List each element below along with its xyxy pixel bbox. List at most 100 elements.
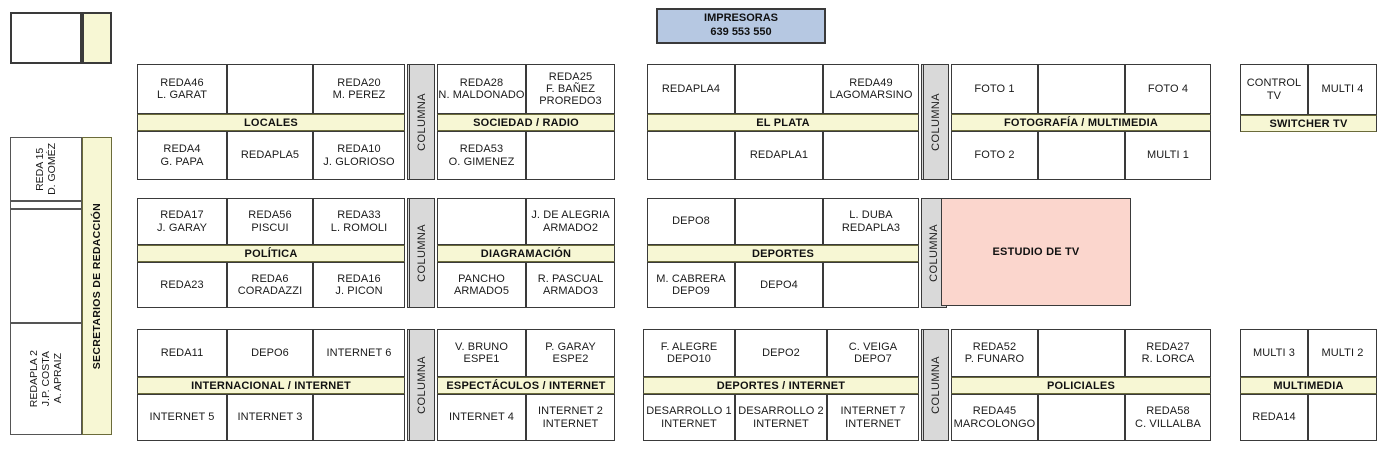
desk-el-plata-bottom-1[interactable]: REDAPLA1 [735, 131, 823, 180]
desk-diagramacion-top-1[interactable]: J. DE ALEGRIA ARMADO2 [526, 198, 615, 245]
sidebar-top-box-right [82, 12, 112, 64]
desk-internacional-internet-top-2[interactable]: INTERNET 6 [313, 329, 405, 377]
desk-multimedia-top-1[interactable]: MULTI 2 [1308, 329, 1377, 377]
desk-politica-bottom-2[interactable]: REDA16 J. PICON [313, 262, 405, 308]
section-band-deportes-internet: DEPORTES / INTERNET [643, 377, 919, 394]
desk-deportes-bottom-1[interactable]: DEPO4 [735, 262, 823, 308]
section-band-el-plata: EL PLATA [647, 114, 919, 131]
printers-box: IMPRESORAS 639 553 550 [656, 8, 826, 44]
section-band-deportes: DEPORTES [647, 245, 919, 262]
desk-politica-top-1[interactable]: REDA56 PISCUI [227, 198, 313, 245]
desk-multimedia-bottom-1[interactable] [1308, 394, 1377, 441]
columna-label: COLUMNA [930, 93, 942, 151]
columna-pillar-espectaculos-internet: COLUMNA [409, 329, 435, 441]
columna-label: COLUMNA [416, 224, 428, 282]
desk-switcher-tv-top-1[interactable]: MULTI 4 [1308, 64, 1377, 115]
desk-el-plata-bottom-2[interactable] [823, 131, 919, 180]
desk-deportes-top-2[interactable]: L. DUBA REDAPLA3 [823, 198, 919, 245]
columna-pillar-policiales: COLUMNA [923, 329, 949, 441]
desk-switcher-tv-top-0[interactable]: CONTROL TV [1240, 64, 1308, 115]
desk-fotografia-multimedia-top-1[interactable] [1038, 64, 1125, 114]
desk-internacional-internet-top-0[interactable]: REDA11 [137, 329, 227, 377]
section-band-policiales: POLICIALES [951, 377, 1211, 394]
desk-locales-top-0[interactable]: REDA46 L. GARAT [137, 64, 227, 114]
desk-politica-bottom-1[interactable]: REDA6 CORADAZZI [227, 262, 313, 308]
columna-label: COLUMNA [930, 356, 942, 414]
sidebar-top-box-left [10, 12, 82, 64]
desk-politica-top-2[interactable]: REDA33 L. ROMOLI [313, 198, 405, 245]
desk-deportes-top-0[interactable]: DEPO8 [647, 198, 735, 245]
desk-el-plata-bottom-0[interactable] [647, 131, 735, 180]
desk-locales-top-2[interactable]: REDA20 M. PEREZ [313, 64, 405, 114]
desk-policiales-bottom-2[interactable]: REDA58 C. VILLALBA [1125, 394, 1211, 441]
desk-deportes-internet-top-2[interactable]: C. VEIGA DEPO7 [827, 329, 919, 377]
printers-title: IMPRESORAS [704, 12, 778, 25]
desk-policiales-bottom-0[interactable]: REDA45 MARCOLONGO [951, 394, 1038, 441]
desk-multimedia-top-0[interactable]: MULTI 3 [1240, 329, 1308, 377]
desk-locales-bottom-0[interactable]: REDA4 G. PAPA [137, 131, 227, 180]
desk-deportes-internet-top-1[interactable]: DEPO2 [735, 329, 827, 377]
columna-pillar-sociedad-radio: COLUMNA [409, 64, 435, 180]
desk-deportes-internet-bottom-2[interactable]: INTERNET 7 INTERNET [827, 394, 919, 441]
desk-policiales-top-2[interactable]: REDA27 R. LORCA [1125, 329, 1211, 377]
columna-pillar-fotografia-multimedia: COLUMNA [923, 64, 949, 180]
section-band-fotografia-multimedia: FOTOGRAFÍA / MULTIMEDIA [951, 114, 1211, 131]
section-band-locales: LOCALES [137, 114, 405, 131]
desk-policiales-bottom-1[interactable] [1038, 394, 1125, 441]
section-band-sociedad-radio: SOCIEDAD / RADIO [437, 114, 615, 131]
desk-sociedad-radio-bottom-1[interactable] [526, 131, 615, 180]
section-band-internacional-internet: INTERNACIONAL / INTERNET [137, 377, 405, 394]
desk-fotografia-multimedia-bottom-0[interactable]: FOTO 2 [951, 131, 1038, 180]
desk-internacional-internet-bottom-1[interactable]: INTERNET 3 [227, 394, 313, 441]
tv-studio-block: ESTUDIO DE TV [941, 198, 1131, 306]
section-band-espectaculos-internet: ESPECTÁCULOS / INTERNET [437, 377, 615, 394]
sidebar-cell-2 [10, 209, 82, 323]
desk-diagramacion-bottom-0[interactable]: PANCHO ARMADO5 [437, 262, 526, 308]
desk-el-plata-top-1[interactable] [735, 64, 823, 114]
desk-el-plata-top-2[interactable]: REDA49 LAGOMARSINO [823, 64, 919, 114]
desk-el-plata-top-0[interactable]: REDAPLA4 [647, 64, 735, 114]
desk-internacional-internet-bottom-0[interactable]: INTERNET 5 [137, 394, 227, 441]
desk-espectaculos-internet-bottom-1[interactable]: INTERNET 2 INTERNET [526, 394, 615, 441]
desk-deportes-internet-top-0[interactable]: F. ALEGRE DEPO10 [643, 329, 735, 377]
section-band-multimedia: MULTIMEDIA [1240, 377, 1377, 394]
desk-diagramacion-top-0[interactable] [437, 198, 526, 245]
desk-locales-top-1[interactable] [227, 64, 313, 114]
desk-deportes-bottom-0[interactable]: M. CABRERA DEPO9 [647, 262, 735, 308]
desk-deportes-bottom-2[interactable] [823, 262, 919, 308]
desk-sociedad-radio-top-1[interactable]: REDA25 F. BAÑEZ PROREDO3 [526, 64, 615, 114]
desk-policiales-top-1[interactable] [1038, 329, 1125, 377]
section-band-diagramacion: DIAGRAMACIÓN [437, 245, 615, 262]
desk-fotografia-multimedia-top-0[interactable]: FOTO 1 [951, 64, 1038, 114]
desk-politica-top-0[interactable]: REDA17 J. GARAY [137, 198, 227, 245]
section-band-switcher-tv: SWITCHER TV [1240, 115, 1377, 132]
desk-fotografia-multimedia-bottom-2[interactable]: MULTI 1 [1125, 131, 1211, 180]
desk-sociedad-radio-bottom-0[interactable]: REDA53 O. GIMENEZ [437, 131, 526, 180]
desk-espectaculos-internet-top-0[interactable]: V. BRUNO ESPE1 [437, 329, 526, 377]
printers-codes: 639 553 550 [710, 26, 772, 38]
desk-espectaculos-internet-bottom-0[interactable]: INTERNET 4 [437, 394, 526, 441]
desk-fotografia-multimedia-top-2[interactable]: FOTO 4 [1125, 64, 1211, 114]
columna-label: COLUMNA [416, 356, 428, 414]
desk-policiales-top-0[interactable]: REDA52 P. FUNARO [951, 329, 1038, 377]
desk-espectaculos-internet-top-1[interactable]: P. GARAY ESPE2 [526, 329, 615, 377]
desk-sociedad-radio-top-0[interactable]: REDA28 N. MALDONADO [437, 64, 526, 114]
sidebar-cell-1 [10, 201, 82, 209]
desk-deportes-internet-bottom-0[interactable]: DESARROLLO 1 INTERNET [643, 394, 735, 441]
section-band-politica: POLÍTICA [137, 245, 405, 262]
desk-politica-bottom-0[interactable]: REDA23 [137, 262, 227, 308]
columna-label: COLUMNA [416, 93, 428, 151]
desk-deportes-top-1[interactable] [735, 198, 823, 245]
desk-internacional-internet-top-1[interactable]: DEPO6 [227, 329, 313, 377]
desk-multimedia-bottom-0[interactable]: REDA14 [1240, 394, 1308, 441]
desk-deportes-internet-bottom-1[interactable]: DESARROLLO 2 INTERNET [735, 394, 827, 441]
desk-diagramacion-bottom-1[interactable]: R. PASCUAL ARMADO3 [526, 262, 615, 308]
desk-internacional-internet-bottom-2[interactable] [313, 394, 405, 441]
columna-label: COLUMNA [928, 224, 940, 282]
sidebar-cell-3: REDAPLA 2 J.P. COSTA A. APRAIZ [10, 323, 82, 435]
desk-locales-bottom-2[interactable]: REDA10 J. GLORIOSO [313, 131, 405, 180]
sidebar-section-label: SECRETARIOS DE REDACCIÓN [82, 137, 112, 435]
desk-fotografia-multimedia-bottom-1[interactable] [1038, 131, 1125, 180]
desk-locales-bottom-1[interactable]: REDAPLA5 [227, 131, 313, 180]
